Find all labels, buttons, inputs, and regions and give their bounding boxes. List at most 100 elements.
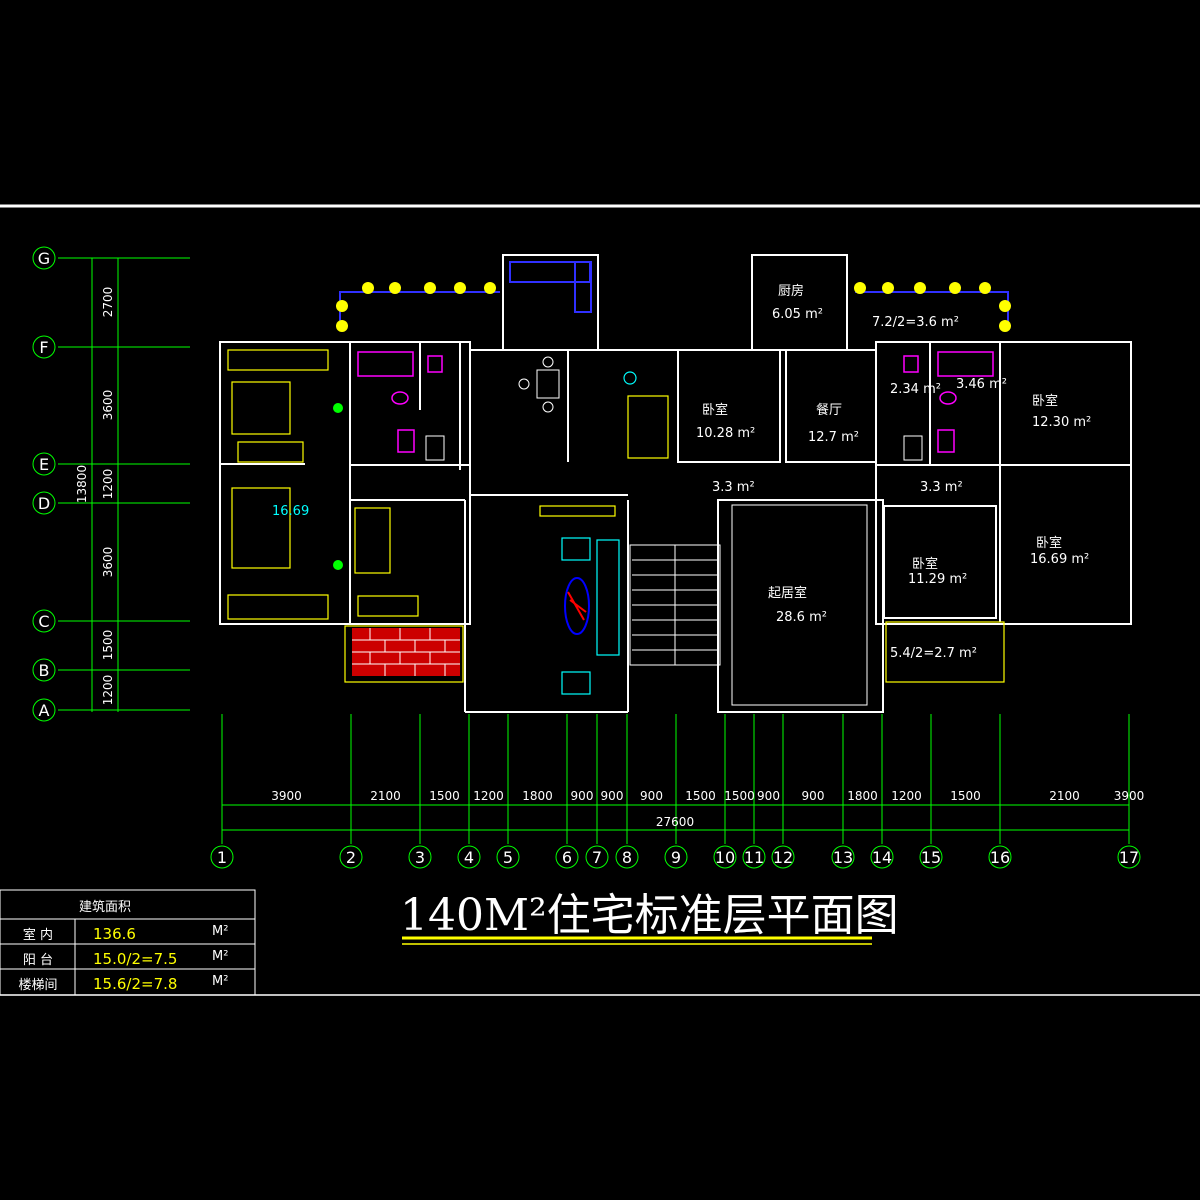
dining-area: 12.7 m² [808, 430, 859, 445]
axis-bubble-3 [408, 845, 432, 869]
dim-label-17: 3900 [1114, 789, 1145, 803]
axis-bubble-12 [771, 845, 795, 869]
dim-label-6: 900 [571, 789, 594, 803]
axis-bubble-8 [615, 845, 639, 869]
horizontal-axis-grid [221, 714, 1130, 844]
dining-label: 餐厅 [816, 402, 842, 418]
axis-label-11: 11 [744, 848, 764, 867]
axis-label-6: 6 [562, 848, 572, 867]
bath-b-area: 3.46 m² [956, 377, 1007, 392]
dim-label-10: 1500 [724, 789, 755, 803]
svg-text:2700: 2700 [101, 287, 115, 318]
bedroom-c-label: 卧室 [912, 556, 938, 572]
axis-label-D: D [38, 494, 50, 513]
axis-label-7: 7 [592, 848, 602, 867]
vertical-axis-bubbles: G F E D C B A [32, 246, 56, 722]
dim-label-3: 1500 [429, 789, 460, 803]
kitchen-area: 6.05 m² [772, 307, 823, 322]
area-table: 建筑面积 室 内 136.6 M² 阳 台 15.0/2=7.5 M² 楼梯间 … [0, 889, 256, 996]
hall-b-area: 3.3 m² [920, 480, 963, 495]
room-labels: 厨房 6.05 m² 7.2/2=3.6 m² 卧室 10.28 m² 餐厅 1… [272, 283, 1091, 661]
bath-a-area: 2.34 m² [890, 382, 941, 397]
dim-label-7: 900 [601, 789, 624, 803]
axis-bubble-4 [457, 845, 481, 869]
axis-bubble-10 [713, 845, 737, 869]
axis-label-2: 2 [346, 848, 356, 867]
dim-label-2: 2100 [370, 789, 401, 803]
axis-label-G: G [38, 249, 50, 268]
area-row-1-unit: M² [212, 924, 228, 939]
svg-text:3600: 3600 [101, 390, 115, 421]
area-row-2-unit: M² [212, 949, 228, 964]
horizontal-total-dimension: 27600 [656, 815, 694, 829]
axis-label-13: 13 [833, 848, 853, 867]
area-row-3-value: 15.6/2=7.8 [93, 975, 177, 993]
axis-label-B: B [39, 661, 50, 680]
axis-label-15: 15 [921, 848, 941, 867]
axis-bubble-7 [585, 845, 609, 869]
top-balcony-area: 7.2/2=3.6 m² [872, 315, 959, 330]
axis-bubble-11 [742, 845, 766, 869]
right-unit-fixtures [903, 351, 994, 461]
axis-bubble-15 [919, 845, 943, 869]
svg-text:1500: 1500 [101, 630, 115, 661]
kitchen-label: 厨房 [778, 283, 804, 299]
bedroom-b-label: 卧室 [1032, 393, 1058, 409]
svg-text:1200: 1200 [101, 469, 115, 500]
axis-label-12: 12 [773, 848, 793, 867]
area-row-2-label: 阳 台 [23, 953, 53, 968]
dim-label-9: 1500 [685, 789, 716, 803]
living-label: 起居室 [768, 585, 807, 601]
brick-terrace [352, 628, 460, 676]
axis-label-14: 14 [872, 848, 892, 867]
axis-label-9: 9 [671, 848, 681, 867]
area-row-3-label: 楼梯间 [18, 978, 57, 993]
title-text: 140M²住宅标准层平面图 [400, 890, 899, 941]
axis-label-5: 5 [503, 848, 513, 867]
dim-label-14: 1200 [891, 789, 922, 803]
axis-bubble-2 [339, 845, 363, 869]
center-furniture [518, 356, 669, 695]
bedroom-c-area: 11.29 m² [908, 572, 967, 587]
axis-bubble-9 [664, 845, 688, 869]
axis-label-16: 16 [990, 848, 1010, 867]
svg-text:3600: 3600 [101, 547, 115, 578]
dim-label-8: 900 [640, 789, 663, 803]
axis-label-8: 8 [622, 848, 632, 867]
vertical-dimensions: 2700 3600 1200 3600 1500 1200 13800 [75, 287, 115, 706]
area-row-1-label: 室 内 [23, 927, 53, 943]
axis-label-3: 3 [415, 848, 425, 867]
axis-label-4: 4 [464, 848, 474, 867]
bedroom-d-area: 16.69 m² [1030, 552, 1089, 567]
dim-label-16: 2100 [1049, 789, 1080, 803]
area-row-3-unit: M² [212, 974, 228, 989]
bedroom-b-area: 12.30 m² [1032, 415, 1091, 430]
area-row-1-value: 136.6 [93, 925, 136, 943]
dim-label-1: 3900 [271, 789, 302, 803]
svg-text:1200: 1200 [101, 675, 115, 706]
area-row-2-value: 15.0/2=7.5 [93, 950, 177, 968]
axis-bubble-13 [831, 845, 855, 869]
axis-bubble-1 [210, 845, 234, 869]
living-area: 28.6 m² [776, 610, 827, 625]
dim-label-11: 900 [757, 789, 780, 803]
bedroom-d-label: 卧室 [1036, 535, 1062, 551]
axis-label-10: 10 [715, 848, 735, 867]
axis-bubble-6 [555, 845, 579, 869]
axis-label-E: E [39, 455, 49, 474]
axis-bubble-5 [496, 845, 520, 869]
left-unit-furniture [227, 349, 445, 620]
axis-label-1: 1 [217, 848, 227, 867]
axis-bubble-16 [988, 845, 1012, 869]
axis-bubble-17 [1117, 845, 1141, 869]
left-room-area: 16.69 [272, 504, 309, 519]
vertical-total-dimension: 13800 [75, 465, 89, 503]
dim-label-15: 1500 [950, 789, 981, 803]
walls [219, 254, 1132, 713]
dim-label-13: 1800 [847, 789, 878, 803]
axis-label-A: A [39, 701, 50, 720]
bottom-balcony-area: 5.4/2=2.7 m² [890, 646, 977, 661]
bedroom-a-area: 10.28 m² [696, 426, 755, 441]
